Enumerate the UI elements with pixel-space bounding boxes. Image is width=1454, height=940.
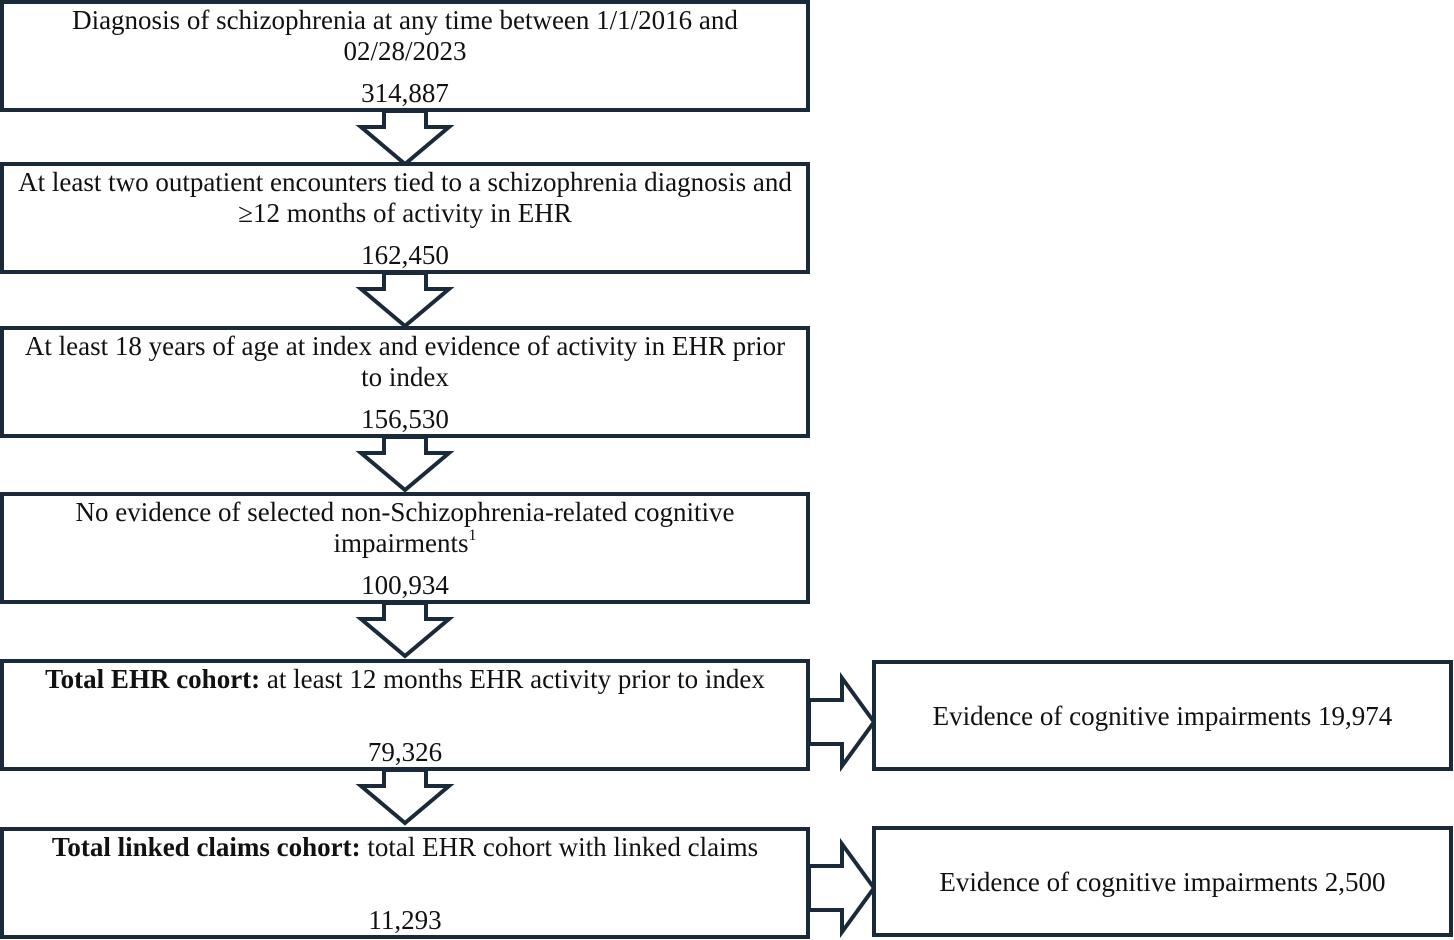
step-description: Total linked claims cohort: total EHR co… [14,832,796,863]
step-description: No evidence of selected non-Schizophreni… [14,497,796,559]
step-text: At least two outpatient encounters tied … [18,167,792,228]
step-text: total EHR cohort with linked claims [360,832,759,862]
step-bold-label: Total linked claims cohort: [51,832,361,862]
down-arrow-icon [355,601,455,659]
step-text: No evidence of selected non-Schizophreni… [75,497,735,558]
down-arrow-icon [355,435,455,493]
side-box-text: Evidence of cognitive impairments 2,500 [939,866,1386,897]
down-arrow-icon [355,271,455,329]
flow-step-total-ehr-cohort: Total EHR cohort: at least 12 months EHR… [0,659,810,771]
footnote-marker: 1 [468,527,477,544]
side-box-ehr-cognitive-impairments: Evidence of cognitive impairments 19,974 [872,660,1453,771]
step-text: At least 18 years of age at index and ev… [24,331,786,392]
step-description: At least two outpatient encounters tied … [14,167,796,229]
right-arrow-icon [807,671,877,773]
step-text: at least 12 months EHR activity prior to… [260,664,765,694]
flow-step-total-linked-claims-cohort: Total linked claims cohort: total EHR co… [0,827,810,939]
step-description: Total EHR cohort: at least 12 months EHR… [14,664,796,695]
right-arrow-icon [807,837,877,939]
step-text: Diagnosis of schizophrenia at any time b… [72,5,738,66]
step-count: 11,293 [368,905,442,935]
down-arrow-icon [355,109,455,167]
flow-step-age-criteria: At least 18 years of age at index and ev… [0,326,810,438]
flow-step-diagnosis: Diagnosis of schizophrenia at any time b… [0,0,810,112]
step-description: At least 18 years of age at index and ev… [14,331,796,393]
step-description: Diagnosis of schizophrenia at any time b… [14,5,796,67]
step-count: 314,887 [361,78,449,108]
step-bold-label: Total EHR cohort: [45,664,261,694]
flow-step-outpatient-encounters: At least two outpatient encounters tied … [0,162,810,274]
step-count: 162,450 [361,240,449,270]
down-arrow-icon [355,768,455,826]
side-box-claims-cognitive-impairments: Evidence of cognitive impairments 2,500 [872,826,1453,937]
step-count: 100,934 [361,570,449,600]
step-count: 156,530 [361,404,449,434]
side-box-text: Evidence of cognitive impairments 19,974 [932,700,1393,731]
flow-step-exclude-cognitive-impairments: No evidence of selected non-Schizophreni… [0,492,810,604]
step-count: 79,326 [367,737,443,767]
